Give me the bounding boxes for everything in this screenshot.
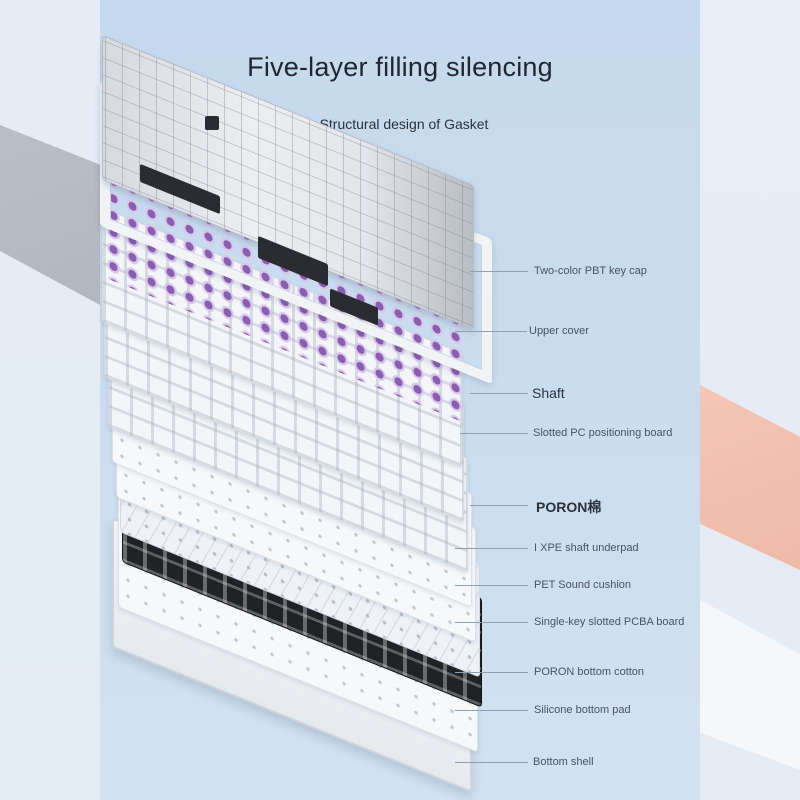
callout-line (470, 505, 528, 506)
layer-label-poron-bottom: PORON bottom cotton (534, 666, 645, 678)
layer-label-upper-cover: Upper cover (529, 325, 589, 337)
escape-key (205, 116, 219, 130)
callout-line (455, 585, 528, 586)
callout-line (455, 548, 528, 549)
page-title: Five-layer filling silencing (247, 52, 553, 82)
layer-label-poron: PORON棉 (536, 499, 602, 515)
layer-label-pcba: Single-key slotted PCBA board (534, 616, 685, 628)
callout-line (470, 393, 528, 394)
layer-label-xpe: I XPE shaft underpad (534, 542, 639, 554)
callout-line (455, 710, 528, 711)
callout-line (470, 271, 528, 272)
callout-line (455, 622, 528, 623)
layer-label-shaft: Shaft (532, 385, 565, 401)
callout-line (460, 433, 528, 434)
page-subtitle: Structural design of Gasket (319, 116, 489, 132)
callout-line (455, 672, 528, 673)
layer-label-positioning-board: Slotted PC positioning board (533, 427, 673, 439)
layer-label-keycap: Two-color PBT key cap (534, 265, 647, 277)
layer-label-silicone: Silicone bottom pad (534, 704, 631, 716)
layer-label-bottom-shell: Bottom shell (533, 756, 594, 768)
layer-label-pet: PET Sound cushion (534, 579, 632, 591)
callout-line (455, 762, 528, 763)
callout-line (455, 331, 527, 332)
